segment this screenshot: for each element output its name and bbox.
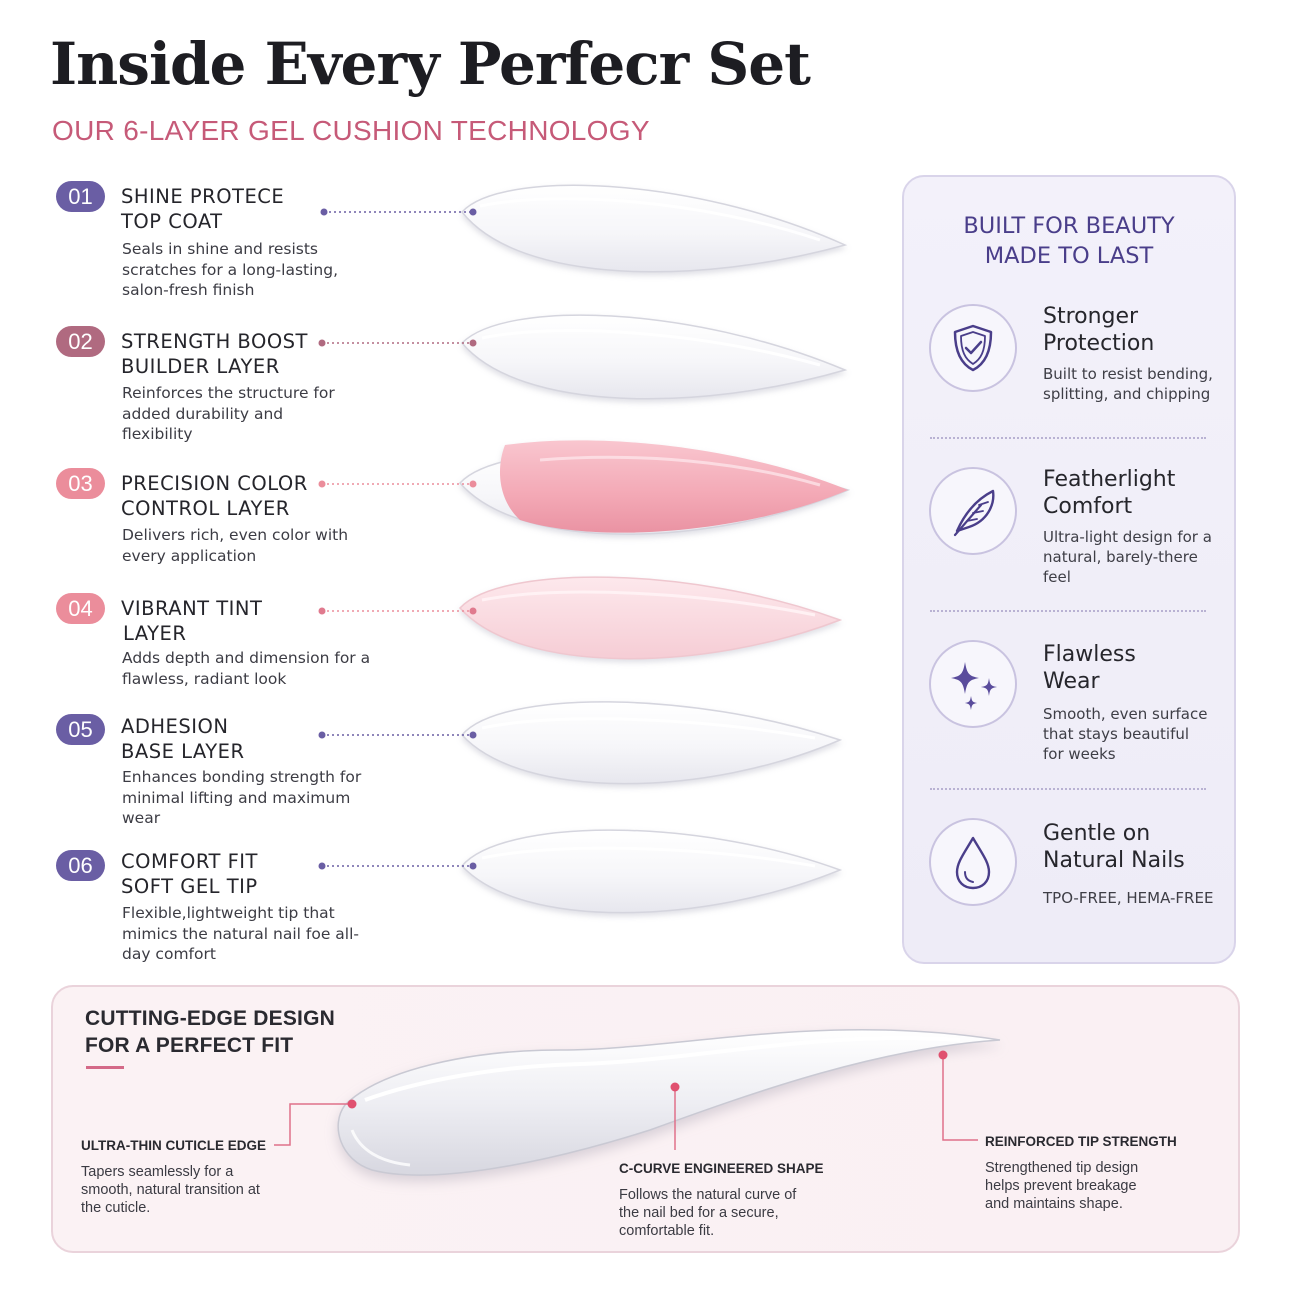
layer-badge-06: 06 bbox=[56, 850, 105, 881]
layer-desc-04: Adds depth and dimension for a flawless,… bbox=[122, 649, 371, 688]
layer-desc-01: Seals in shine and resists scratches for… bbox=[122, 240, 338, 299]
callout-desc-ccurve: Follows the natural curve of the nail be… bbox=[619, 1187, 797, 1239]
feature-desc-gentle: TPO-FREE, HEMA-FREE bbox=[1043, 889, 1214, 907]
panel-divider bbox=[930, 610, 1206, 612]
callout-label-ccurve: C-CURVE ENGINEERED SHAPE bbox=[619, 1161, 824, 1176]
sparkle-icon bbox=[929, 640, 1017, 728]
nail-layer-05 bbox=[460, 701, 843, 785]
feature-desc-wear: Smooth, even surface that stays beautifu… bbox=[1043, 705, 1208, 763]
side-nail-shape bbox=[337, 1028, 1001, 1176]
callout-line-ccurve bbox=[670, 1082, 680, 1150]
layer-badge-01: 01 bbox=[56, 181, 105, 212]
design-title-underline bbox=[86, 1066, 124, 1069]
callout-desc-tip: Strengthened tip design helps prevent br… bbox=[985, 1160, 1139, 1212]
connector-02 bbox=[318, 339, 477, 347]
nail-layer-03 bbox=[458, 440, 851, 535]
feather-icon bbox=[929, 467, 1017, 555]
layer-badge-02: 02 bbox=[56, 326, 105, 357]
page-title: Inside Every Perfecr Set bbox=[50, 30, 811, 98]
connector-01 bbox=[320, 208, 477, 216]
callout-label-cuticle: ULTRA-THIN CUTICLE EDGE bbox=[81, 1138, 266, 1153]
connector-04 bbox=[318, 607, 477, 615]
connector-06 bbox=[318, 862, 477, 870]
callout-line-tip bbox=[938, 1050, 978, 1141]
callout-desc-cuticle: Tapers seamlessly for a smooth, natural … bbox=[81, 1164, 260, 1216]
connector-05 bbox=[318, 731, 477, 739]
nail-layers-illustration bbox=[318, 184, 851, 914]
layer-desc-05: Enhances bonding strength for minimal li… bbox=[122, 768, 362, 827]
layer-desc-06: Flexible,lightweight tip that mimics the… bbox=[122, 904, 359, 963]
layer-badge-05: 05 bbox=[56, 714, 105, 745]
nail-layer-04 bbox=[458, 576, 843, 660]
feature-desc-strength: Built to resist bending, splitting, and … bbox=[1043, 365, 1213, 403]
feature-desc-comfort: Ultra-light design for a natural, barely… bbox=[1043, 528, 1212, 586]
panel-divider bbox=[930, 437, 1206, 439]
droplet-icon bbox=[929, 818, 1017, 906]
connector-03 bbox=[318, 480, 477, 488]
layer-desc-03: Delivers rich, even color with every app… bbox=[122, 526, 349, 565]
page-subtitle: OUR 6-LAYER GEL CUSHION TECHNOLOGY bbox=[52, 115, 650, 146]
panel-divider bbox=[930, 788, 1206, 790]
callout-line-cuticle bbox=[274, 1099, 357, 1146]
nail-layer-06 bbox=[460, 829, 843, 914]
callout-label-tip: REINFORCED TIP STRENGTH bbox=[985, 1134, 1177, 1149]
layer-badge-04: 04 bbox=[56, 593, 105, 624]
layer-badge-03: 03 bbox=[56, 468, 105, 499]
nail-layer-01 bbox=[461, 184, 848, 273]
shield-check-icon bbox=[929, 304, 1017, 392]
nail-layer-02 bbox=[460, 314, 848, 400]
layer-desc-02: Reinforces the structure for added durab… bbox=[122, 384, 335, 443]
